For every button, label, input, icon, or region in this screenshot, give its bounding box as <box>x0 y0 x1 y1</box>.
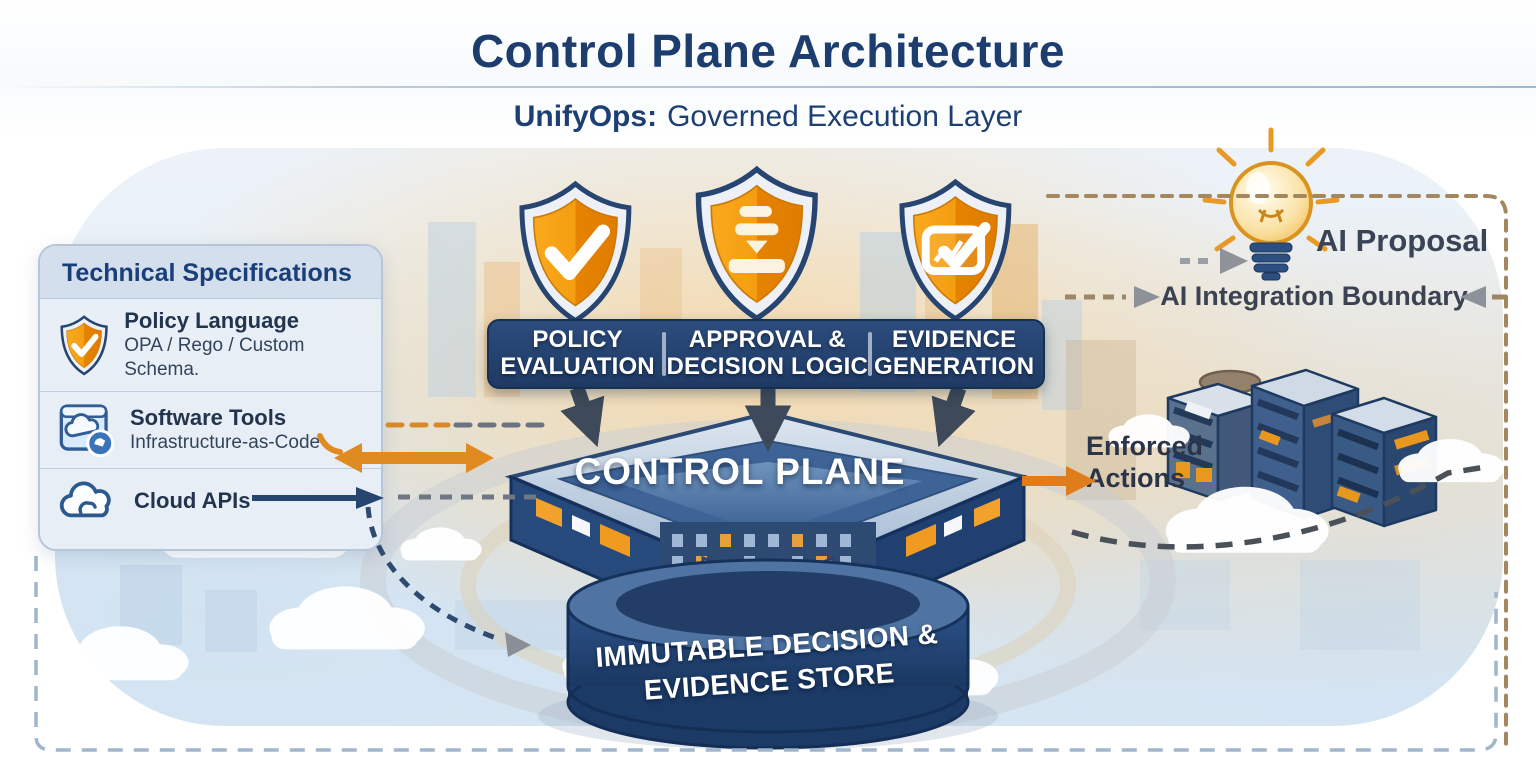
technical-specifications-panel: Technical Specifications Policy Language… <box>38 244 383 551</box>
page-title: Control Plane Architecture <box>470 25 1066 77</box>
cloud-icon <box>59 481 111 518</box>
shield-check-icon <box>522 184 629 321</box>
spec-item-cloud-apis: Cloud APIs <box>40 467 381 533</box>
spec-item-software-tools: Software Tools Infrastructure-as-Code <box>40 390 381 468</box>
shield-stamp-icon <box>698 169 815 318</box>
page-dashed-border <box>34 556 1498 752</box>
spec-label: Policy Language <box>124 308 300 333</box>
policy-shield-icon <box>60 315 108 376</box>
spec-detail: Infrastructure-as-Code <box>130 432 321 454</box>
lightbulb-icon <box>1202 127 1340 281</box>
title-divider <box>0 86 1536 88</box>
spec-item-policy-language: Policy Language OPA / Rego / Custom Sche… <box>40 299 381 391</box>
page-subtitle: UnifyOps: Governed Execution Layer <box>0 100 1536 134</box>
software-tools-icon <box>59 404 115 458</box>
shield-report-icon <box>902 182 1009 319</box>
control-plane-label: CONTROL PLANE <box>574 451 906 492</box>
ai-boundary-border <box>1046 194 1508 750</box>
pillar-arrows <box>560 385 976 452</box>
spec-label: Software Tools <box>130 404 287 430</box>
ai-proposal-label: AI Proposal <box>1316 223 1489 258</box>
spec-detail: OPA / Rego / Custom Schema. <box>124 335 305 381</box>
pillar-label-approval-decision-logic: APPROVAL &DECISION LOGIC <box>666 326 868 380</box>
evidence-store-cylinder <box>538 558 998 750</box>
ai-integration-boundary-label: AI Integration Boundary <box>1160 281 1468 311</box>
subtitle-text: Governed Execution Layer <box>667 100 1023 133</box>
brand-name: UnifyOps: <box>513 100 658 133</box>
spec-label: Cloud APIs <box>134 487 251 513</box>
banner-divider <box>662 332 667 376</box>
panel-title: Technical Specifications <box>40 246 381 299</box>
banner-divider <box>868 332 873 376</box>
